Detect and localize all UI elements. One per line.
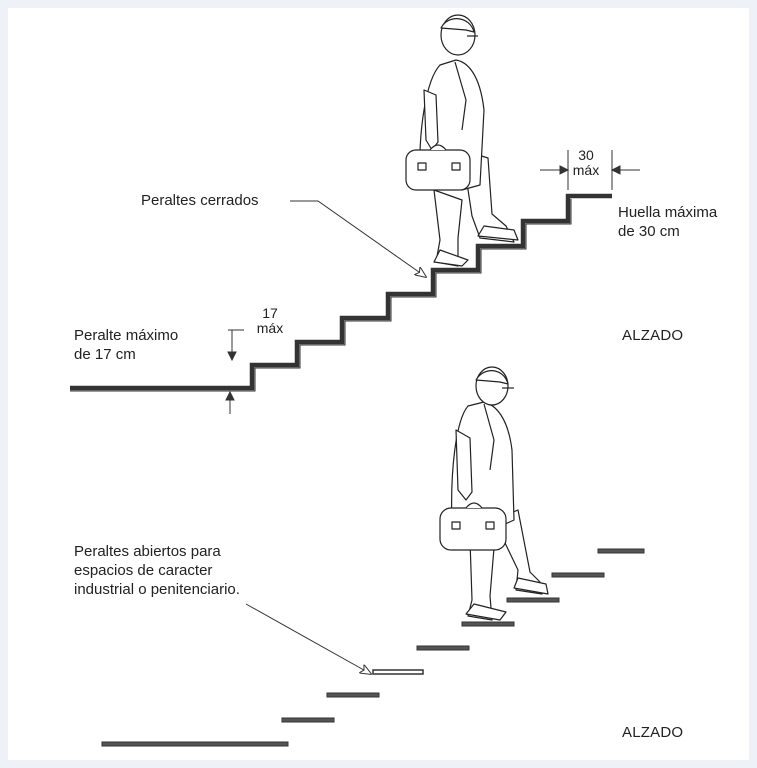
- riser-dimension-unit: máx: [256, 320, 284, 336]
- tread-dimension-value: 30: [578, 147, 594, 163]
- max-tread-note-line2: de 30 cm: [618, 223, 680, 240]
- max-riser-note-line1: Peralte máximo: [74, 327, 179, 344]
- view-label-bottom: ALZADO: [622, 724, 684, 741]
- open-risers-leader: [245, 603, 371, 674]
- person-figure-top: [405, 14, 519, 267]
- tread-dimension-unit: máx: [572, 162, 600, 178]
- riser-dimension-label: 17 máx: [250, 306, 290, 336]
- riser-dimension-value: 17: [262, 305, 278, 321]
- max-tread-note-line1: Huella máxima: [618, 204, 718, 221]
- max-riser-note: Peralte máximo de 17 cm: [74, 326, 178, 364]
- view-label-top: ALZADO: [622, 327, 684, 344]
- open-risers-label: Peraltes abiertos para espacios de carac…: [74, 542, 240, 599]
- closed-risers-leader: [290, 200, 426, 277]
- riser-dimension: [225, 329, 244, 414]
- max-tread-note: Huella máxima de 30 cm: [618, 203, 717, 241]
- open-risers-line3: industrial o penitenciario.: [74, 581, 240, 598]
- open-riser-staircase: [101, 548, 645, 747]
- drawing-panel: [8, 8, 749, 760]
- closed-risers-label: Peraltes cerrados: [141, 192, 259, 209]
- max-riser-note-line2: de 17 cm: [74, 346, 136, 363]
- closed-riser-staircase: [70, 193, 612, 392]
- tread-dimension: [540, 150, 640, 190]
- open-risers-line2: espacios de caracter: [74, 562, 213, 579]
- person-figure-bottom: [439, 366, 549, 621]
- open-risers-line1: Peraltes abiertos para: [74, 543, 221, 560]
- tread-dimension-label: 30 máx: [566, 148, 606, 178]
